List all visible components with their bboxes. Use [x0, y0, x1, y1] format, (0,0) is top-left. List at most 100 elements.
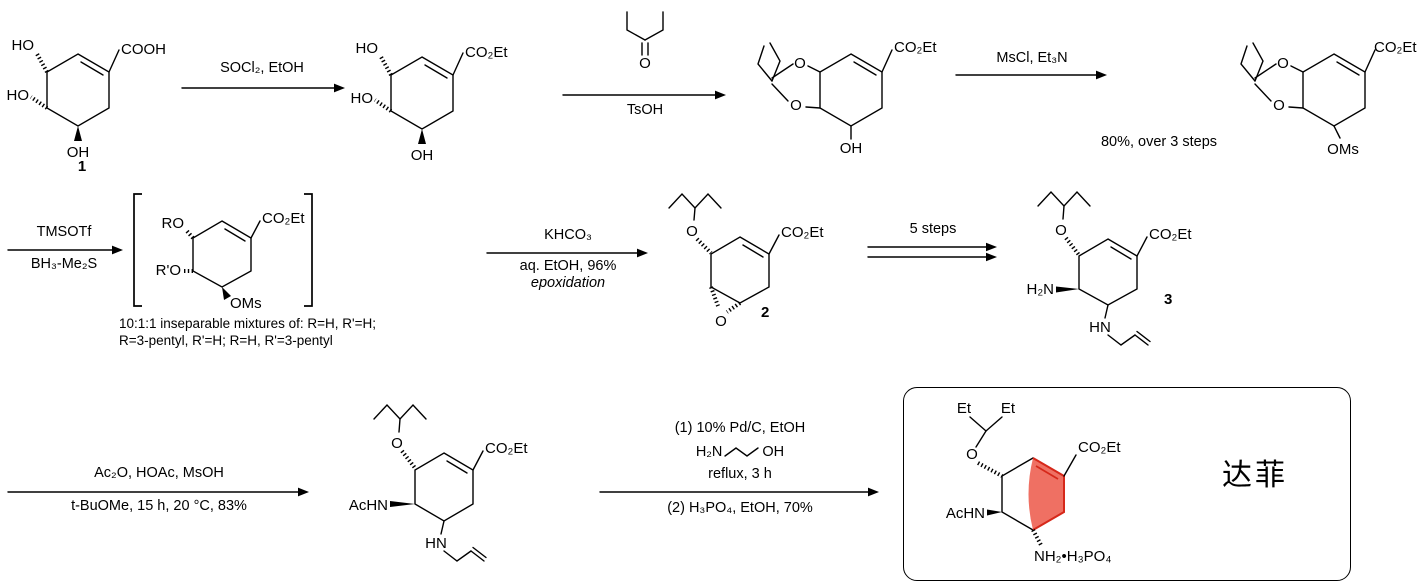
arrow-6-label-above: 5 steps [909, 221, 957, 237]
bracket-right [304, 193, 313, 307]
nh-label: HN [425, 535, 447, 552]
mixture-note-line1: 10:1:1 inseparable mixtures of: R=H, R'=… [119, 316, 376, 331]
ketone-oxygen-label: O [639, 55, 651, 72]
compound-1-shikimic-acid: COOH HO HO OH 1 [7, 37, 167, 175]
oh-bottom-label: OH [411, 147, 434, 164]
hash-bond [373, 98, 393, 113]
ring-double-bond [224, 228, 246, 242]
pentyl-chain [1037, 190, 1091, 208]
wedge-bond [418, 129, 426, 144]
cyclohexene-ring [192, 220, 252, 288]
ring-right-half-highlighted [1032, 457, 1065, 531]
bracket-left [133, 193, 142, 307]
achn-label: AcHN [349, 497, 388, 514]
product-box [903, 387, 1351, 581]
pentyl-chain [373, 403, 427, 421]
hash-bond [29, 95, 49, 110]
ring-double-bond [853, 61, 877, 76]
rpo-label: R'O [156, 262, 181, 279]
co2et-label: CO₂Et [1374, 39, 1417, 56]
cyclohexene-ring [710, 236, 770, 304]
ether-oxygen-label: O [391, 435, 403, 452]
arrow-5-note-italic: epoxidation [530, 275, 606, 291]
mixture-note-line2: R=3-pentyl, R'=H; R=H, R'=3-pentyl [119, 333, 333, 348]
wedge-bond [390, 501, 415, 507]
amine-label: H₂N [1027, 281, 1055, 298]
epoxide-oxygen-label: O [715, 313, 727, 330]
ho-top-label: HO [12, 37, 35, 54]
ketal-oxygen-top-label: O [1277, 55, 1289, 72]
compound-number-3: 3 [1164, 291, 1172, 308]
ring-double-bond [446, 460, 468, 474]
allyl-chain [1107, 334, 1136, 346]
arrow-7-reagents-above: Ac₂O, HOAc, MsOH [94, 465, 224, 481]
nh-label: HN [1089, 319, 1111, 336]
ethanolamine-amine-label: H₂N [695, 444, 723, 460]
ether-oxygen-label: O [1055, 222, 1067, 239]
reaction-arrow-1 [181, 83, 345, 93]
pentanone-structure: O [626, 11, 664, 72]
ethyl-arm [1252, 42, 1264, 82]
ketal-oxygen-top-label: O [794, 55, 806, 72]
compound-2-ethyl-ester: CO₂Et HO HO OH [351, 40, 509, 164]
reaction-arrow-7 [7, 487, 309, 497]
compound-number-1: 1 [78, 158, 86, 175]
mixture-note: 10:1:1 inseparable mixtures of: R=H, R'=… [119, 315, 376, 349]
arrow-3-reagents-above: MsCl, Et₃N [996, 50, 1068, 66]
cyclohexene-ring [414, 452, 474, 522]
ketal-oxygen-bottom-label: O [790, 97, 802, 114]
ethanolamine-chain [724, 447, 760, 457]
oms-label: OMs [230, 295, 262, 312]
co2et-label: CO₂Et [1078, 439, 1121, 456]
co2et-label: CO₂Et [465, 44, 508, 61]
ammonium-phosphate-label: NH₂•H₃PO₄ [1034, 548, 1111, 565]
ethyl-right-label: Et [1001, 400, 1016, 417]
co2et-label: CO₂Et [262, 210, 305, 227]
arrow-4-reagents-above: TMSOTf [36, 224, 92, 240]
wedge-bond [222, 287, 231, 300]
oh-bottom-label: OH [67, 144, 90, 161]
epoxide-bond [725, 301, 742, 314]
hash-bond [378, 54, 393, 76]
reaction-arrow-3 [955, 70, 1107, 80]
compound-8-oseltamivir-phosphate: Et Et O CO₂Et AcHN NH₂•H₃PO₄ [946, 400, 1121, 565]
arrow-5-reagents-below: aq. EtOH, 96% [519, 258, 617, 274]
co2et-label: CO₂Et [1149, 226, 1192, 243]
ho-top-label: HO [356, 40, 379, 57]
co2et-label: CO₂Et [781, 224, 824, 241]
ho-mid-label: HO [351, 90, 374, 107]
ethyl-arm [757, 45, 773, 82]
arrow-8-reagents-line1: (1) 10% Pd/C, EtOH [674, 420, 806, 436]
cyclohexene-ring [1302, 53, 1366, 127]
hash-bond [1031, 529, 1043, 546]
ring-double-bond [1110, 246, 1132, 260]
allyl-chain [443, 550, 472, 562]
hash-bond [1064, 236, 1081, 257]
cyclohexene-ring [819, 53, 883, 127]
bracketed-intermediate: CO₂Et RO R'O OMs [133, 193, 313, 312]
arrow-8-reagents-below: (2) H₃PO₄, EtOH, 70% [667, 500, 813, 516]
wedge-bond [74, 126, 82, 141]
oh-label: OH [840, 140, 863, 157]
ring-double-bond-highlighted [1035, 465, 1059, 480]
wedge-bond [987, 509, 1002, 516]
allyl-double-bond [1136, 330, 1151, 343]
arrow-1-reagents-above: SOCl₂, EtOH [220, 60, 304, 76]
yield-note: 80%, over 3 steps [1100, 134, 1218, 150]
pentyl-chain [668, 192, 722, 210]
trade-name-chinese: 达菲 [1222, 459, 1288, 492]
reaction-arrow-6-double [867, 242, 997, 262]
ring-double-bond [742, 244, 764, 258]
pentyl-v [969, 416, 1003, 432]
cooh-label: COOH [121, 41, 166, 58]
compound-4-ketal-mesylate: CO₂Et O O OMs [1240, 39, 1417, 158]
oms-label: OMs [1327, 141, 1359, 158]
ro-label: RO [162, 215, 185, 232]
reaction-arrow-4 [7, 245, 123, 255]
achn-label: AcHN [946, 505, 985, 522]
arrow-7-reagents-below: t-BuOMe, 15 h, 20 °C, 83% [71, 498, 247, 514]
hash-bond [400, 449, 417, 470]
ether-oxygen-label: O [966, 446, 978, 463]
arrow-5-reagents-above: KHCO₃ [544, 227, 592, 243]
